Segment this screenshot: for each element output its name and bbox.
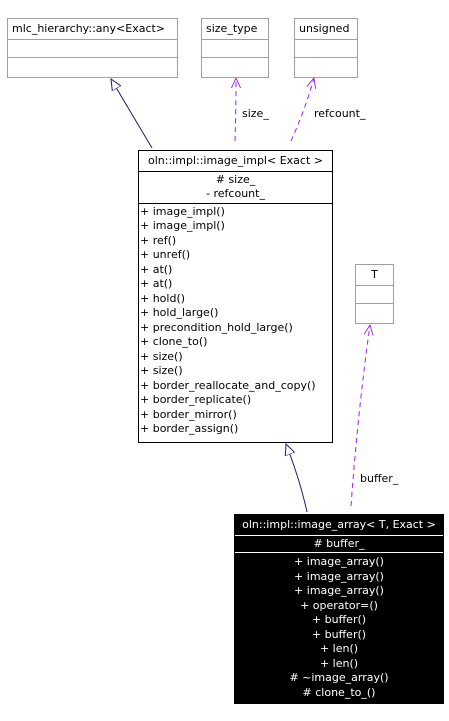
class-t-name: T [371, 268, 378, 281]
class-unsigned-methods [295, 56, 357, 76]
class-any-methods [8, 56, 177, 76]
class-t-methods [356, 302, 393, 322]
edge-label-refcount: refcount_ [314, 107, 366, 120]
method: + size() [140, 364, 183, 377]
attribute-buffer: # buffer_ [313, 536, 365, 550]
method: + border_mirror() [140, 407, 237, 421]
method: + border_replicate() [140, 393, 252, 406]
class-unsigned-attributes [295, 38, 357, 57]
class-any-attributes [8, 38, 177, 57]
method: + unref() [140, 248, 191, 261]
class-image-impl-attributes: # size_ - refcount_ [139, 170, 332, 203]
attribute-refcount: - refcount_ [206, 187, 265, 200]
class-size-type-name: size_type [206, 22, 258, 35]
method: + precondition_hold_large() [140, 320, 293, 334]
class-image-impl[interactable]: oln::impl::image_impl< Exact > # size_ -… [138, 150, 333, 443]
class-any-name: mlc_hierarchy::any<Exact> [12, 22, 166, 35]
edge-label-size: size_ [242, 107, 269, 120]
inheritance-edge-array-impl [286, 444, 308, 513]
method: + image_array() [294, 569, 384, 583]
method: # clone_to_() [302, 685, 376, 699]
class-size-type[interactable]: size_type [201, 18, 269, 78]
class-unsigned-name: unsigned [299, 22, 350, 35]
method: + size() [140, 349, 183, 363]
class-size-type-methods [202, 56, 268, 76]
class-size-type-attributes [202, 38, 268, 57]
method: + len() [319, 642, 359, 655]
member-edge-refcount [290, 78, 314, 142]
class-any[interactable]: mlc_hierarchy::any<Exact> [7, 18, 178, 78]
class-image-impl-methods: + image_impl() + image_impl() + ref() + … [139, 202, 332, 437]
member-edge-size [235, 78, 236, 142]
method: + image_impl() [140, 219, 225, 232]
method: + image_array() [294, 555, 384, 568]
method: # ~image_array() [289, 671, 389, 684]
class-image-array-attributes: # buffer_ [235, 534, 443, 553]
member-edge-buffer [350, 325, 370, 507]
method: + operator=() [300, 598, 378, 612]
method: + clone_to() [140, 335, 208, 348]
method: + at() [140, 277, 173, 290]
method: + ref() [140, 233, 177, 247]
edge-label-buffer: buffer_ [360, 472, 399, 485]
method: + len() [319, 656, 359, 670]
attribute-size: # size_ [215, 172, 256, 186]
class-image-array-methods: + image_array() + image_array() + image_… [235, 552, 443, 700]
method: + at() [140, 262, 173, 276]
class-t-attributes [356, 284, 393, 303]
method: + image_impl() [140, 204, 225, 218]
method: + hold_large() [140, 306, 219, 319]
class-image-impl-name: oln::impl::image_impl< Exact > [148, 154, 323, 167]
method: + border_assign() [140, 422, 239, 435]
class-unsigned[interactable]: unsigned [294, 18, 358, 78]
class-image-array-name: oln::impl::image_array< T, Exact > [242, 518, 436, 531]
method: + buffer() [311, 627, 367, 641]
class-image-array[interactable]: oln::impl::image_array< T, Exact > # buf… [234, 514, 444, 704]
method: + border_reallocate_and_copy() [140, 378, 316, 392]
inheritance-edge-impl-any [111, 79, 153, 149]
method: + image_array() [294, 584, 384, 597]
class-t[interactable]: T [355, 264, 394, 324]
method: + buffer() [311, 613, 367, 626]
method: + hold() [140, 291, 186, 305]
